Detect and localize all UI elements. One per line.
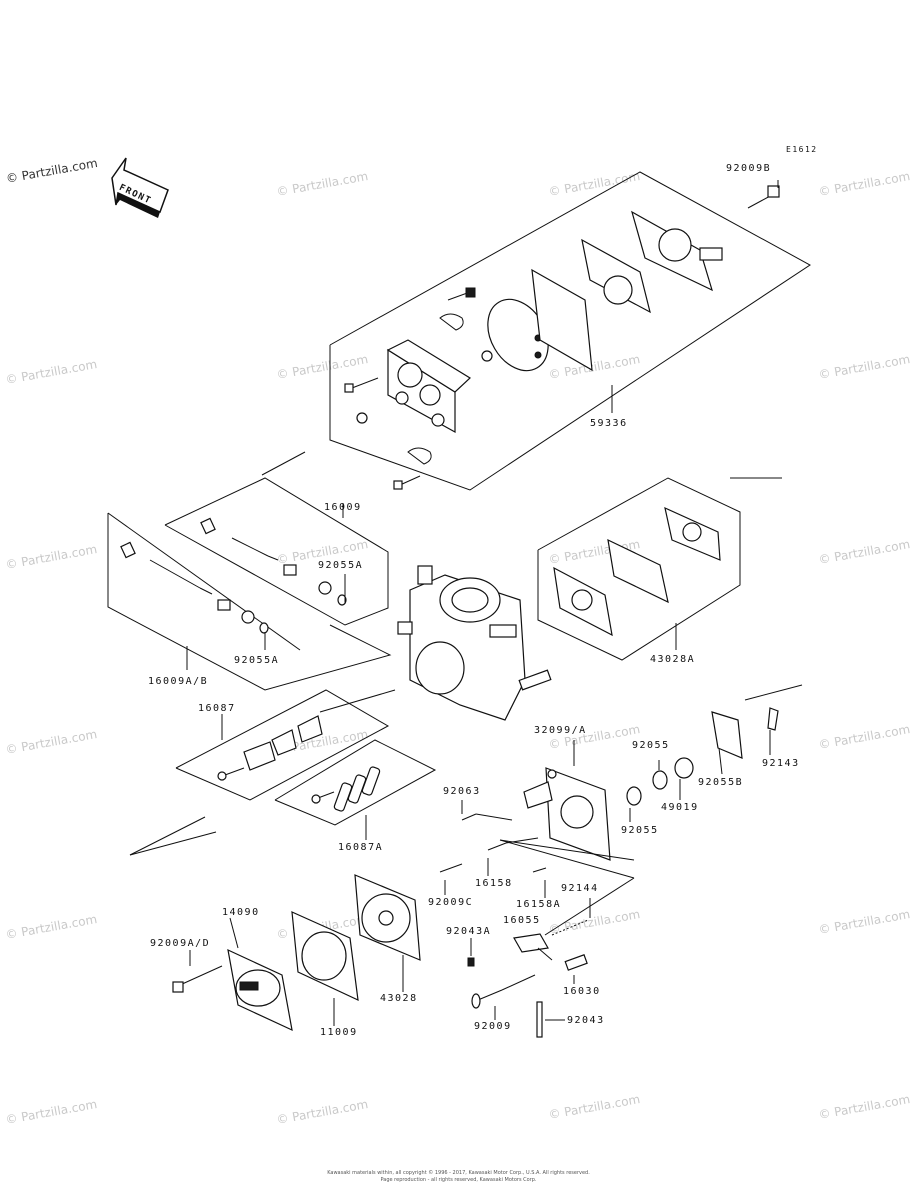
cover-14090-part: [227, 948, 293, 1032]
part-label[interactable]: 92043A: [446, 926, 492, 937]
copyright-line: Kawasaki materials within, all copyright…: [327, 1170, 590, 1176]
check-valve-part: [407, 313, 464, 465]
diaphragm-11009-part: [291, 911, 359, 1002]
part-label[interactable]: 92055: [632, 740, 670, 751]
mixture-screw-part: [120, 541, 269, 634]
pump-cover-part: [386, 339, 471, 434]
pump-body-part: [631, 210, 723, 292]
needle-valve-part: [564, 954, 588, 984]
part-label[interactable]: 92009: [474, 1021, 512, 1032]
part-label[interactable]: 49019: [661, 802, 699, 813]
bolt-92009B: [747, 180, 780, 209]
part-label[interactable]: 16009: [324, 502, 362, 513]
part-label[interactable]: 92043: [567, 1015, 605, 1026]
front-arrow-icon: [111, 157, 169, 218]
screw-92009-part: [471, 974, 536, 1020]
part-label[interactable]: 92009A/D: [150, 938, 211, 949]
part-label[interactable]: 43028A: [650, 654, 696, 665]
kit-59336-outline: [261, 171, 811, 491]
gasket-part: [531, 238, 651, 372]
part-label[interactable]: 92055B: [698, 777, 744, 788]
part-label[interactable]: 92055A: [234, 655, 280, 666]
screw-part: [439, 800, 547, 898]
part-label[interactable]: 16055: [503, 915, 541, 926]
part-label[interactable]: 16087A: [338, 842, 384, 853]
copyright-line: Page reproduction - all rights reserved,…: [380, 1177, 537, 1183]
part-label[interactable]: 92063: [443, 786, 481, 797]
cap-92055B-part: [711, 711, 743, 775]
diaphragm-43028-part: [354, 874, 421, 961]
oring-part: [626, 757, 694, 806]
part-label[interactable]: 14090: [222, 907, 260, 918]
part-label[interactable]: 92009C: [428, 897, 474, 908]
carburetor-body-part: [397, 565, 552, 721]
part-label[interactable]: 16158A: [516, 899, 562, 910]
screen-part: [311, 766, 381, 812]
bolt-92009AD-part: [172, 950, 223, 993]
part-label[interactable]: 43028: [380, 993, 418, 1004]
part-label[interactable]: 16158: [475, 878, 513, 889]
bracket-part: [217, 715, 323, 781]
part-label[interactable]: 92144: [561, 883, 599, 894]
part-label[interactable]: 16087: [198, 703, 236, 714]
gasket-part: [553, 506, 721, 637]
part-label[interactable]: 92055: [621, 825, 659, 836]
screw-part: [344, 287, 493, 490]
cover-32099-part: [523, 767, 611, 861]
part-label[interactable]: 92055A: [318, 560, 364, 571]
diagram-code: E1612: [786, 145, 818, 154]
part-label[interactable]: 11009: [320, 1027, 358, 1038]
kit-16009-outline: [164, 477, 389, 626]
pilot-screw-part: [200, 517, 347, 606]
part-label[interactable]: 16009A/B: [148, 676, 209, 687]
clip-92143-part: [744, 684, 803, 755]
part-label[interactable]: 92143: [762, 758, 800, 769]
part-label[interactable]: 92009B: [726, 163, 772, 174]
spring-part: [551, 898, 591, 936]
kit-16087-outline: [129, 689, 396, 856]
part-label[interactable]: 32099/A: [534, 725, 587, 736]
part-label[interactable]: 59336: [590, 418, 628, 429]
pin-part: [467, 938, 565, 1038]
lever-part: [513, 933, 553, 961]
kit-43028A-outline: [537, 477, 782, 661]
part-label[interactable]: 16030: [563, 986, 601, 997]
kit-16087A-outline: [274, 739, 437, 826]
